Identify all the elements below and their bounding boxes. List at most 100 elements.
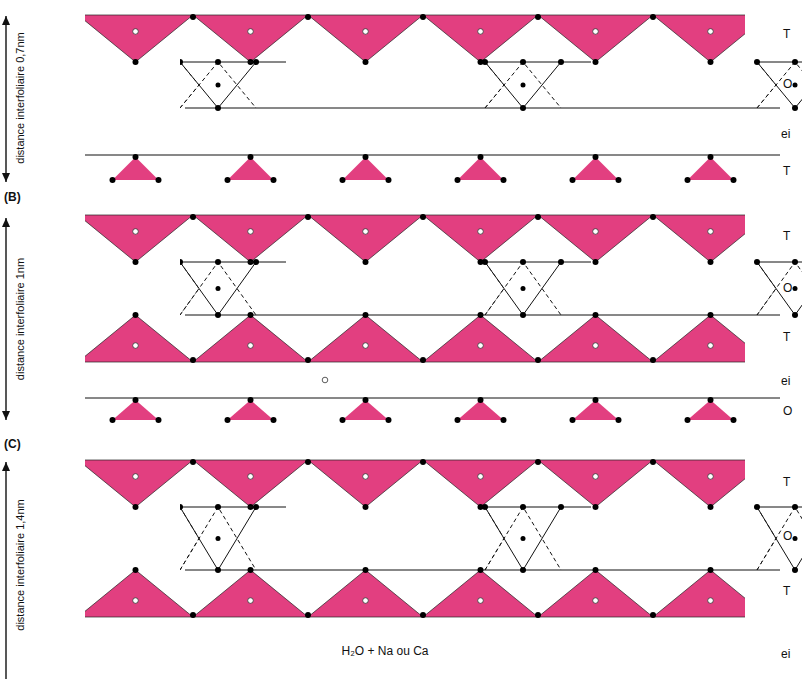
oxygen-dot: [708, 154, 714, 160]
oxygen-dot: [792, 312, 798, 318]
oxygen-dot: [248, 312, 254, 318]
oxygen-dot: [455, 177, 461, 183]
oxygen-dot: [754, 259, 760, 265]
octahedron-edge: [180, 507, 199, 570]
oxygen-dot: [363, 504, 369, 510]
oxygen-dot: [616, 177, 622, 183]
oxygen-dot: [520, 312, 526, 318]
layer-line: [185, 108, 780, 109]
tetrahedron: [85, 315, 193, 362]
next-tetrahedral-layer: [85, 397, 780, 423]
oxygen-dot: [248, 397, 254, 403]
octahedron-edge: [485, 62, 504, 108]
cation-circle: [478, 29, 484, 35]
tetrahedron: [308, 460, 423, 507]
dimension-line: [5, 16, 6, 182]
oxygen-dot: [593, 567, 599, 573]
oxygen-dot: [225, 417, 231, 423]
oxygen-dot: [593, 504, 599, 510]
tetrahedron: [85, 460, 193, 507]
octahedron-edge: [757, 62, 802, 108]
cation-circle: [708, 229, 714, 235]
oxygen-dot: [650, 612, 656, 618]
tetrahedron: [423, 15, 538, 62]
oxygen-dot: [248, 154, 254, 160]
tetrahedral-dots: [133, 312, 714, 363]
oxygen-dot: [754, 504, 760, 510]
oxygen-dot: [253, 59, 259, 65]
oxygen-dot: [570, 177, 576, 183]
tetrahedral-dots: [133, 14, 714, 65]
oxygen-dot: [520, 259, 526, 265]
oxygen-dot: [363, 154, 369, 160]
tetrahedron: [653, 15, 745, 62]
tetrahedron: [228, 157, 274, 180]
oxygen-dot: [520, 504, 526, 510]
octahedral-cation: [521, 83, 526, 88]
tetrahedron: [538, 15, 653, 62]
cation-circle: [363, 474, 369, 480]
tetrahedron: [573, 157, 619, 180]
cation-circle: [478, 474, 484, 480]
oxygen-dot: [593, 59, 599, 65]
octahedral-layer: [180, 504, 802, 573]
oxygen-dot: [305, 14, 311, 20]
tetrahedron: [193, 215, 308, 262]
octahedron-edge: [757, 262, 802, 315]
octahedral-cation: [793, 536, 798, 541]
tetrahedron: [538, 570, 653, 617]
layer-letter: T: [783, 476, 790, 490]
octahedron-edge: [485, 62, 561, 108]
oxygen-dot: [708, 397, 714, 403]
tetrahedron: [423, 570, 538, 617]
cation-circle: [708, 598, 714, 604]
tetrahedron: [538, 215, 653, 262]
oxygen-dot: [363, 59, 369, 65]
oxygen-dot: [215, 312, 221, 318]
octahedron-edge: [485, 507, 561, 570]
octahedron-edge: [485, 507, 561, 570]
oxygen-dot: [215, 504, 221, 510]
cation-circle: [248, 474, 254, 480]
tetrahedral-layer: [85, 315, 745, 362]
tetrahedron: [653, 315, 745, 362]
tetrahedral-layer: [85, 215, 745, 262]
octahedral-cation: [793, 286, 798, 291]
oxygen-dot: [271, 417, 277, 423]
oxygen-dot: [363, 397, 369, 403]
oxygen-dot: [190, 357, 196, 363]
layer-line: [85, 155, 780, 156]
interlayer-content: H₂O + Na ou Ca: [341, 645, 428, 659]
arrowhead: [2, 462, 10, 471]
oxygen-dot: [420, 14, 426, 20]
oxygen-dot: [420, 357, 426, 363]
tetrahedron: [653, 570, 745, 617]
interlayer-letter: ei: [781, 128, 790, 142]
oxygen-dot: [133, 567, 139, 573]
tetrahedron: [193, 315, 308, 362]
octahedron-edge: [757, 262, 776, 315]
oxygen-dot: [792, 105, 798, 111]
oxygen-dot: [731, 177, 737, 183]
oxygen-dot: [340, 177, 346, 183]
oxygen-dot: [420, 459, 426, 465]
oxygen-dot: [520, 567, 526, 573]
octahedral-cation: [793, 83, 798, 88]
dimension-line: [5, 462, 6, 679]
oxygen-dot: [708, 259, 714, 265]
oxygen-dot: [386, 177, 392, 183]
oxygen-dot: [363, 312, 369, 318]
octahedron-edge: [180, 507, 286, 508]
octahedron-edge: [485, 62, 561, 108]
oxygen-dot: [478, 154, 484, 160]
oxygen-dot: [340, 417, 346, 423]
oxygen-dot: [180, 259, 183, 265]
octahedron-edge: [180, 62, 286, 63]
cation-circle: [593, 598, 599, 604]
octahedron-edge: [485, 262, 591, 263]
tetrahedral-layer: [85, 570, 745, 617]
tetrahedron: [193, 570, 308, 617]
oxygen-dot: [650, 357, 656, 363]
layer-letter: T: [783, 230, 790, 244]
